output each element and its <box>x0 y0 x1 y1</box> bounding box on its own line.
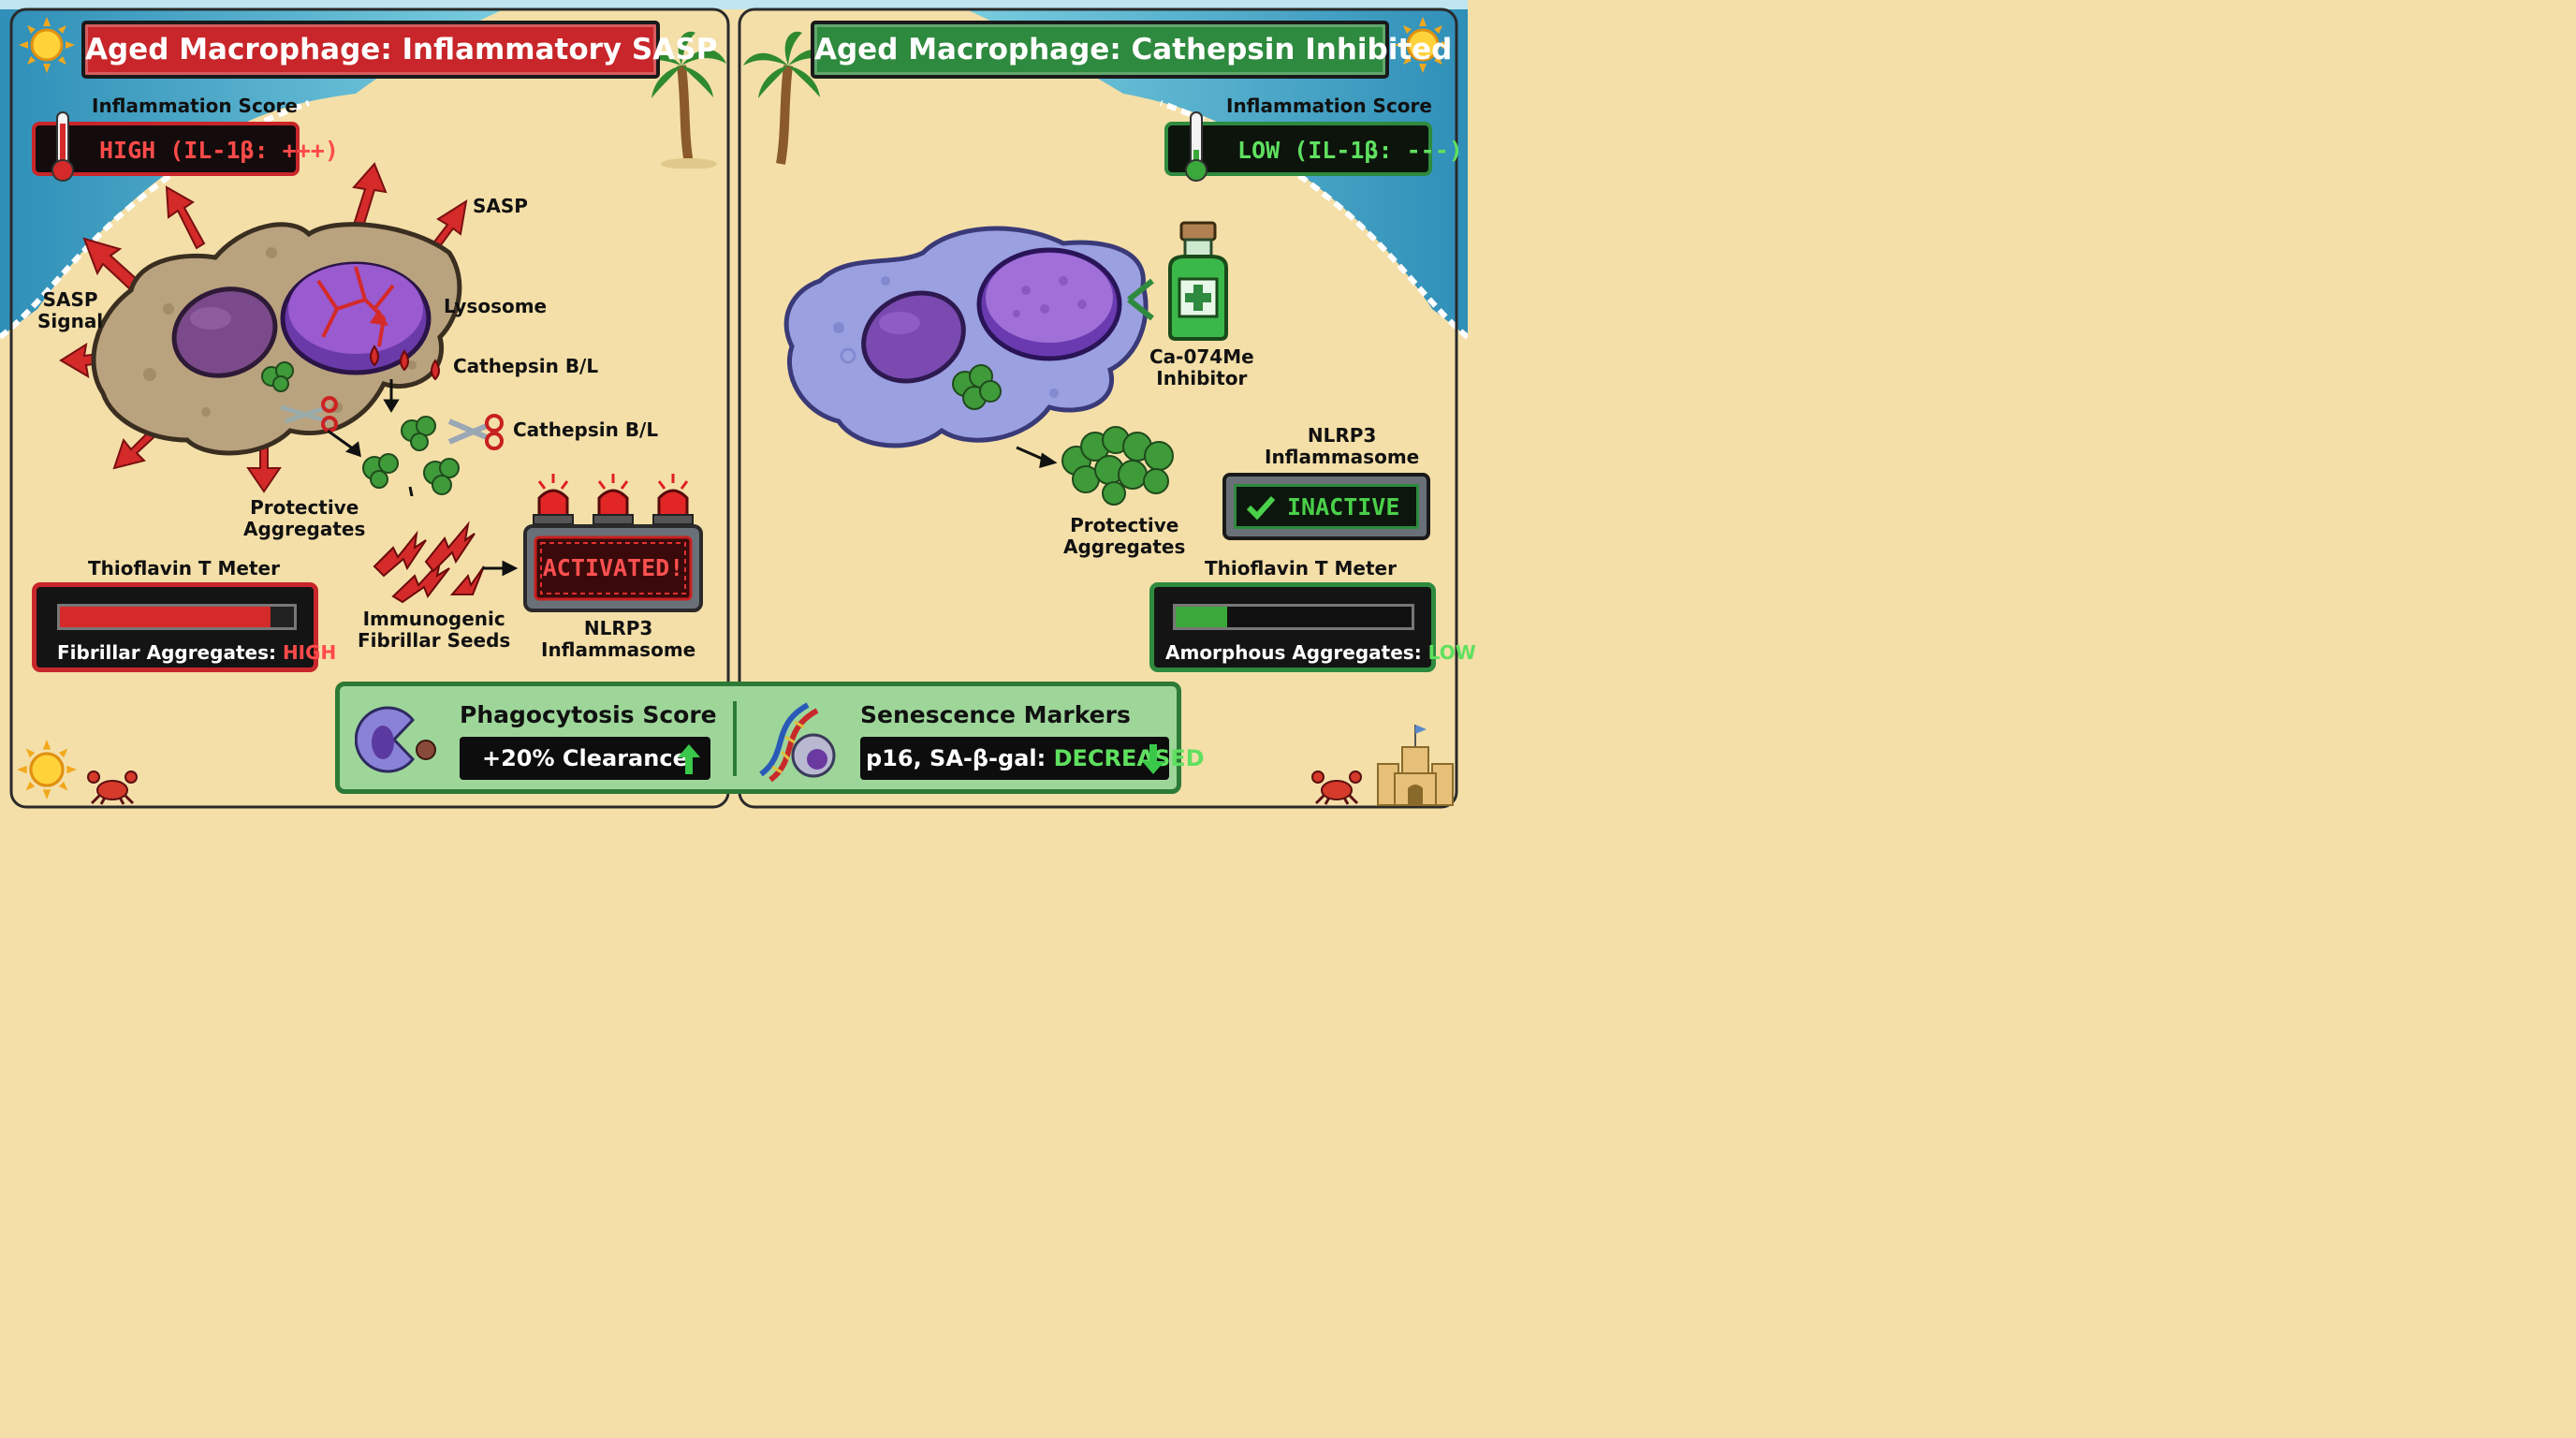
fibrillar-seeds <box>373 521 519 604</box>
right-thioflavin-label: Thioflavin T Meter <box>1205 557 1397 580</box>
right-inflammation-value: LOW (IL-1β: ---) <box>1237 137 1463 164</box>
left-panel-title: Aged Macrophage: Inflammatory SASP <box>81 21 717 79</box>
summary-panel: Phagocytosis Score +20% Clearance Senesc… <box>335 682 1205 794</box>
right-nlrp3-label: NLRP3 Inflammasome <box>1265 424 1420 468</box>
left-meter-track <box>57 604 297 630</box>
inactive-display: INACTIVE <box>1234 484 1419 529</box>
right-meter-prefix: Amorphous Aggregates: <box>1165 641 1428 664</box>
right-protective-label: Protective Aggregates <box>1063 514 1186 558</box>
right-meter-level: LOW <box>1427 641 1476 664</box>
inhibited-macrophage-cell <box>783 226 1154 468</box>
crab-icon <box>1311 770 1362 805</box>
senescence-value: DECREASED <box>1053 745 1205 771</box>
senescence-prefix: p16, SA-β-gal: <box>866 745 1054 771</box>
senescence-box: p16, SA-β-gal: DECREASED <box>860 737 1205 780</box>
sasp-arrow <box>165 185 206 250</box>
pacman-macrophage-icon <box>355 706 436 773</box>
inactive-text: INACTIVE <box>1287 493 1400 521</box>
lysosome-label: Lysosome <box>444 295 548 317</box>
right-inflammation-box: LOW (IL-1β: ---) <box>1164 122 1463 176</box>
sasp-label: SASP <box>473 195 528 217</box>
inactive-panel: INACTIVE <box>1222 473 1430 540</box>
sasp-signal-label: SASP Signal <box>37 288 104 332</box>
left-inflammation-value: HIGH (IL-1β: +++) <box>99 137 339 164</box>
right-thioflavin-meter: Amorphous Aggregates: LOW <box>1149 582 1476 672</box>
sasp-arrow <box>352 162 388 228</box>
left-inflammation-label: Inflammation Score <box>92 95 298 117</box>
phagocytosis-title: Phagocytosis Score <box>460 701 717 728</box>
sasp-arrow <box>82 237 140 292</box>
right-panel-title: Aged Macrophage: Cathepsin Inhibited <box>811 21 1452 79</box>
scissors-icon <box>447 414 504 450</box>
left-nlrp3-label: NLRP3 Inflammasome <box>541 617 696 661</box>
senescence-title: Senescence Markers <box>860 701 1131 728</box>
thermometer-icon <box>51 111 74 182</box>
sun-icon <box>17 740 77 800</box>
activated-text: ACTIVATED! <box>542 554 684 581</box>
dna-icon <box>759 702 836 783</box>
summary-divider <box>733 701 737 776</box>
right-inflammation-label: Inflammation Score <box>1226 95 1432 117</box>
aged-macrophage-cell <box>59 162 468 496</box>
phagocytosis-box: +20% Clearance <box>460 737 710 780</box>
thermometer-icon <box>1185 111 1208 182</box>
checkmark-icon <box>1246 495 1276 521</box>
protective-aggregates-cluster <box>1061 426 1174 506</box>
left-meter-prefix: Fibrillar Aggregates: <box>57 641 283 664</box>
siren-icon <box>523 474 703 612</box>
bottle-icon <box>1168 221 1228 341</box>
up-arrow-icon <box>678 744 700 774</box>
left-thioflavin-meter: Fibrillar Aggregates: HIGH <box>32 582 336 672</box>
sun-icon <box>19 17 75 73</box>
diagram-root: Aged Macrophage: Inflammatory SASP Aged … <box>0 0 1476 819</box>
crab-icon <box>87 770 138 805</box>
down-arrow-icon <box>1142 744 1164 774</box>
right-meter-track <box>1173 604 1414 630</box>
inhibitor-label: Ca-074Me Inhibitor <box>1149 345 1254 389</box>
sandcastle-icon <box>1377 725 1454 806</box>
senescence-line: p16, SA-β-gal: DECREASED <box>866 745 1205 771</box>
right-meter-fill <box>1176 607 1227 627</box>
left-protective-label: Protective Aggregates <box>243 496 366 540</box>
immunogenic-label: Immunogenic Fibrillar Seeds <box>358 608 511 652</box>
palm-tree-icon <box>637 31 726 169</box>
cathepsin-label-2: Cathepsin B/L <box>513 418 659 441</box>
left-thioflavin-label: Thioflavin T Meter <box>88 557 280 580</box>
left-meter-level: HIGH <box>282 641 337 664</box>
sun-icon <box>1395 17 1451 73</box>
left-inflammation-box: HIGH (IL-1β: +++) <box>32 122 339 176</box>
left-meter-caption: Fibrillar Aggregates: HIGH <box>57 641 336 664</box>
left-meter-fill <box>60 607 271 627</box>
phagocytosis-value: +20% Clearance <box>482 745 688 771</box>
cathepsin-label-1: Cathepsin B/L <box>453 355 599 377</box>
right-meter-caption: Amorphous Aggregates: LOW <box>1165 641 1476 664</box>
